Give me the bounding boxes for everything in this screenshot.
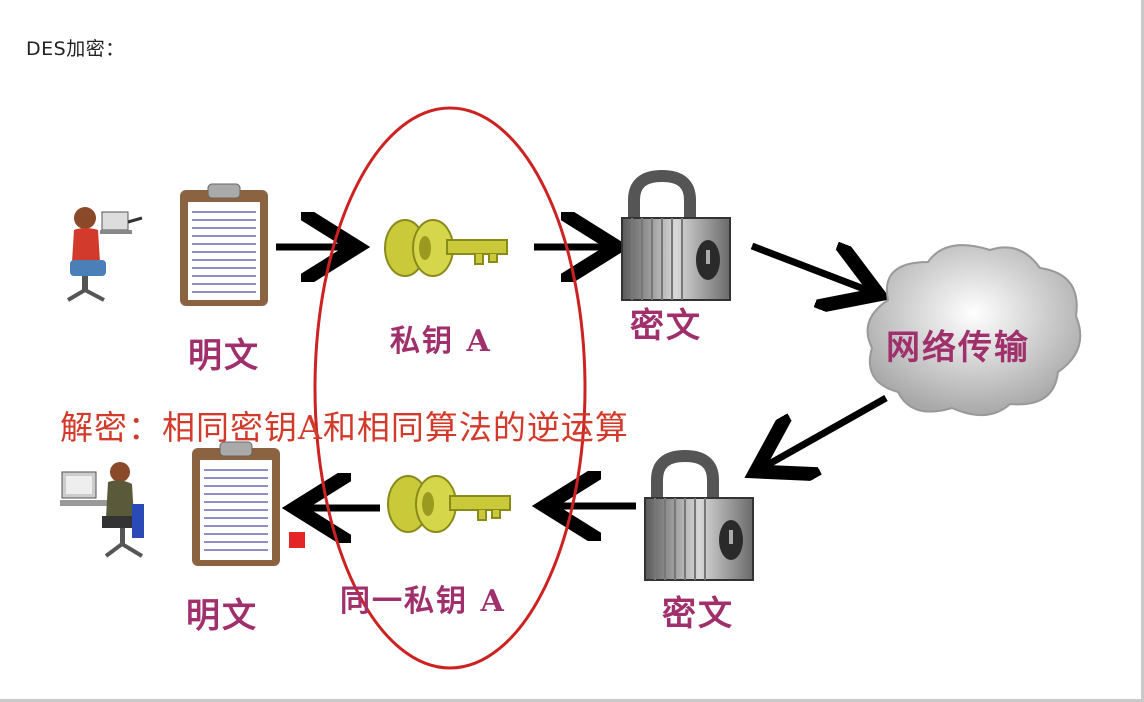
padlock-icon <box>644 449 754 581</box>
plaintext-label-bottom: 明文 <box>186 596 258 636</box>
key-icon <box>384 219 508 277</box>
clipboard-icon <box>192 441 280 566</box>
plaintext-label-top: 明文 <box>188 336 260 376</box>
arrow-lock-to-cloud <box>750 246 872 292</box>
red-marker <box>289 532 305 548</box>
ciphertext-label-top: 密文 <box>630 306 702 346</box>
receiver-person-icon <box>60 462 144 558</box>
page-title: DES加密： <box>26 38 125 60</box>
private-key-label: 私钥 A <box>390 324 492 359</box>
same-key-label: 同一私钥 A <box>340 584 506 619</box>
clipboard-icon <box>180 183 268 306</box>
ciphertext-label-bottom: 密文 <box>662 594 734 634</box>
key-icon <box>387 475 511 533</box>
arrow-cloud-to-lock <box>762 394 888 468</box>
network-label: 网络传输 <box>886 328 1030 368</box>
cloud-icon <box>866 244 1082 417</box>
key-highlight-ellipse <box>313 106 587 670</box>
decrypt-note: 解密：相同密钥A和相同算法的逆运算 <box>60 408 629 447</box>
padlock-icon <box>621 169 731 301</box>
sender-person-icon <box>66 207 143 302</box>
